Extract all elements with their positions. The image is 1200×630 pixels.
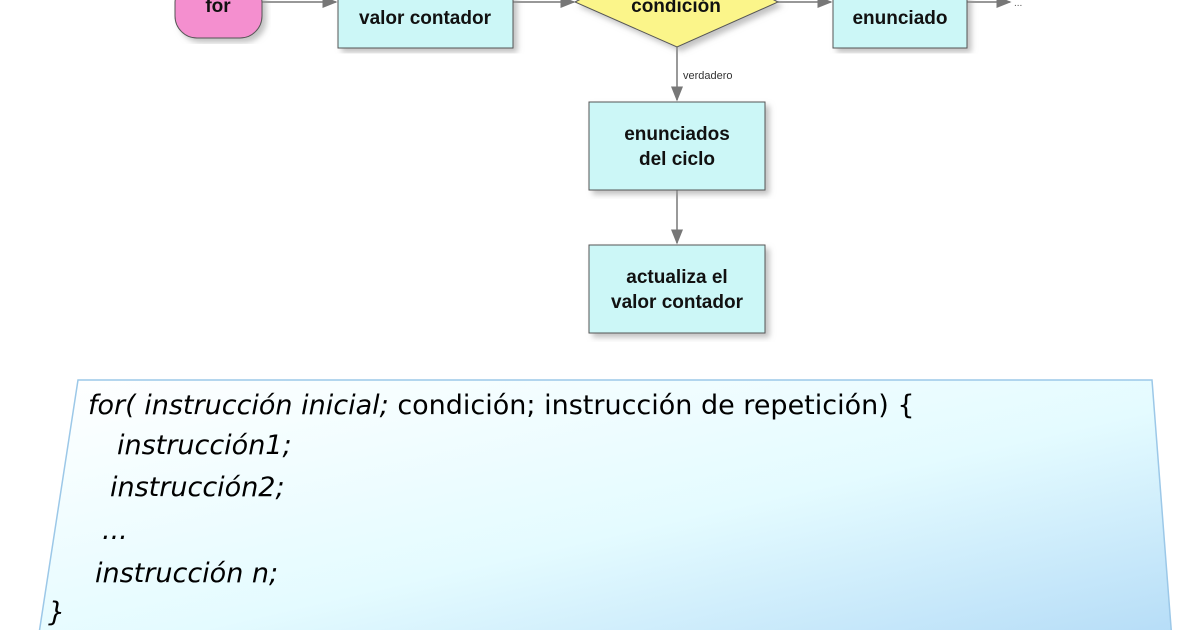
code-line-6: } (48, 597, 66, 628)
code-line-3: instrucción2; (110, 472, 285, 503)
body-box (588, 101, 766, 191)
connectors (262, 0, 1012, 245)
init-box (337, 0, 514, 49)
true-label: verdadero (683, 70, 733, 82)
init-label: valor contador (359, 8, 492, 29)
next-label: enunciado (852, 8, 947, 29)
condition-diamond (573, 0, 780, 48)
next-box (832, 0, 968, 49)
body-label-2: del ciclo (639, 149, 715, 170)
update-box (588, 244, 766, 334)
update-label-1: actualiza el (626, 267, 727, 288)
start-terminal (174, 0, 263, 39)
start-label: for (205, 0, 231, 17)
code-line-1: for( instrucción inicial; condición; ins… (88, 390, 915, 421)
code-panel (38, 379, 1172, 630)
body-label-1: enunciados (624, 124, 730, 145)
code-line-2: instrucción1; (117, 430, 292, 461)
continuation-label: ... (1014, 0, 1022, 9)
code-line-5: instrucción n; (95, 558, 279, 589)
update-label-2: valor contador (611, 292, 744, 313)
condition-label: condición (631, 0, 721, 17)
code-line-4: ... (102, 515, 128, 546)
